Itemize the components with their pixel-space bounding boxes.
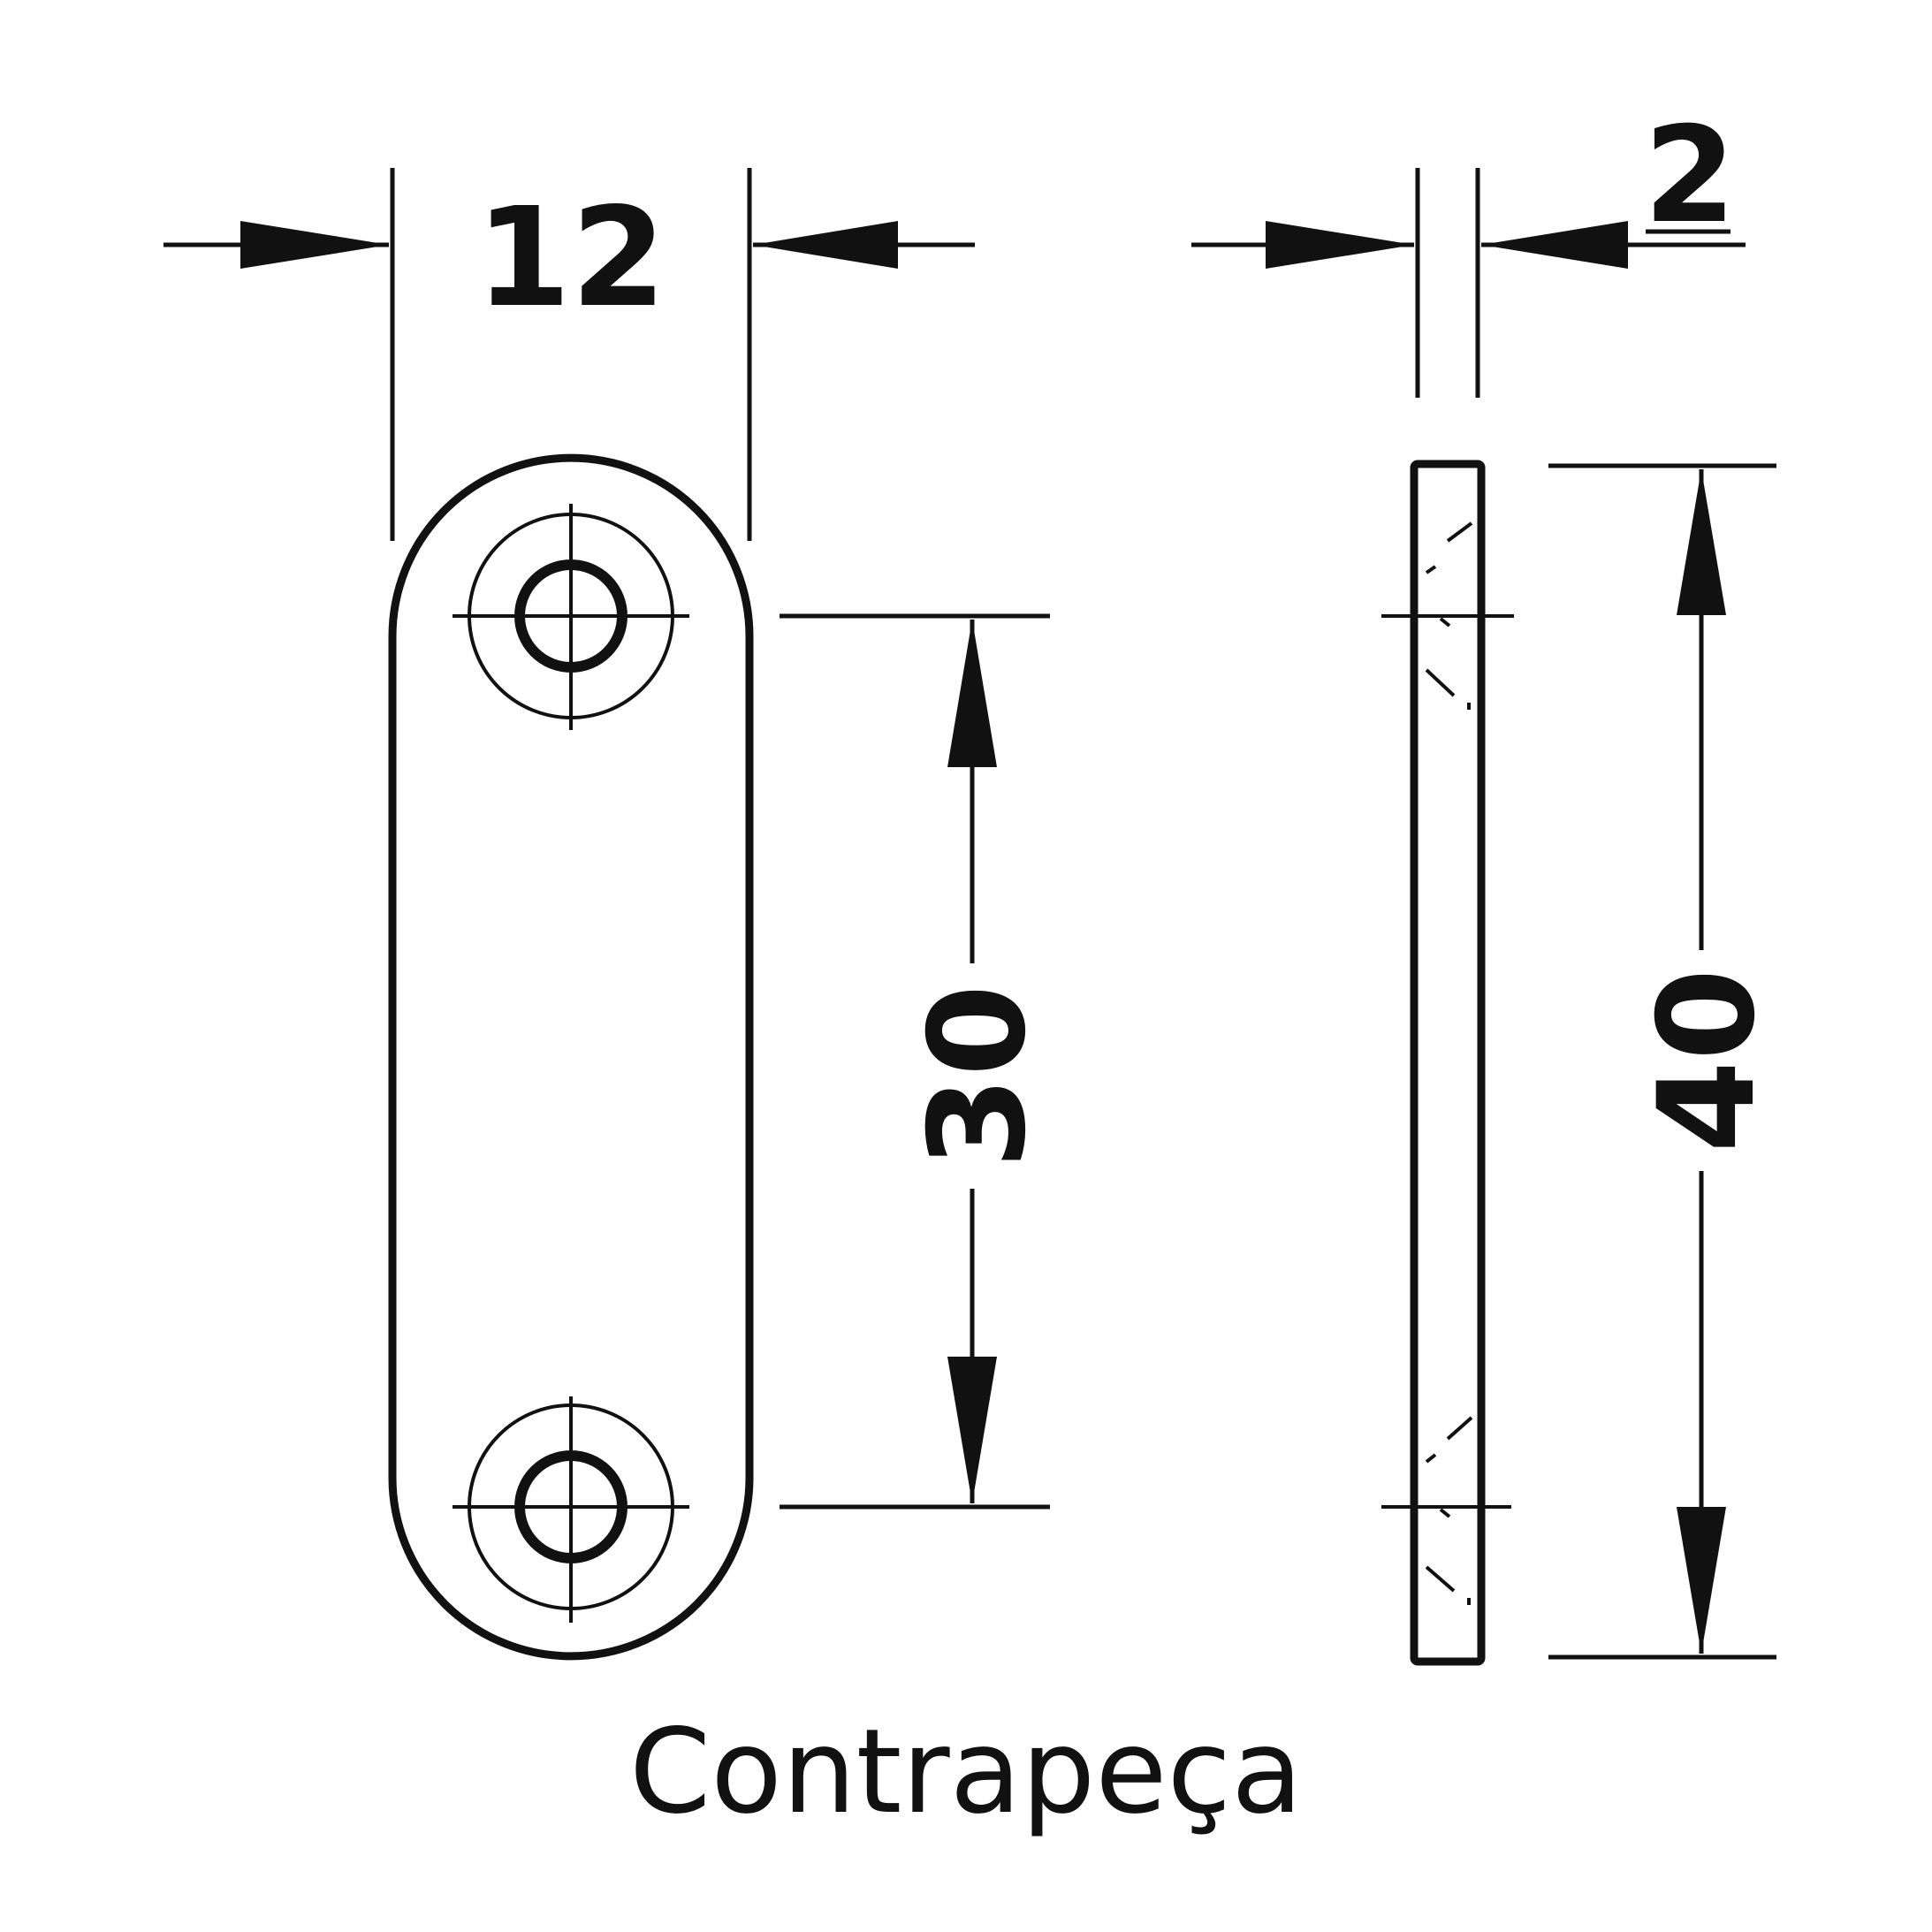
dimension-thickness: 2: [1191, 99, 1746, 398]
plate-outline: [388, 453, 754, 1661]
length-label: 40: [1631, 969, 1784, 1153]
thickness-label: 2: [1644, 99, 1736, 253]
section-hole-bottom: [1381, 1416, 1511, 1605]
plate-side-profile: [1410, 460, 1486, 1666]
hole-spacing-label: 30: [901, 985, 1055, 1169]
section-hole-top: [1381, 521, 1514, 710]
dimension-hole-spacing: 30: [780, 613, 1055, 1510]
arrow-left-icon: [1481, 221, 1628, 269]
mounting-hole-top: [453, 504, 689, 730]
drawing-caption: Contrapeça: [629, 1704, 1303, 1840]
side-view: [1381, 460, 1514, 1666]
arrow-down-icon: [1677, 1507, 1726, 1654]
dimension-width: 12: [164, 168, 975, 541]
width-label: 12: [475, 178, 666, 338]
arrow-right-icon: [1266, 221, 1414, 269]
arrow-up-icon: [947, 620, 997, 767]
arrow-right-icon: [240, 221, 389, 269]
front-view: [388, 453, 754, 1661]
dimension-length: 40: [1548, 463, 1784, 1660]
arrow-up-icon: [1677, 469, 1726, 615]
arrow-down-icon: [947, 1357, 997, 1503]
arrow-left-icon: [753, 221, 898, 269]
mounting-hole-bottom: [453, 1396, 689, 1623]
